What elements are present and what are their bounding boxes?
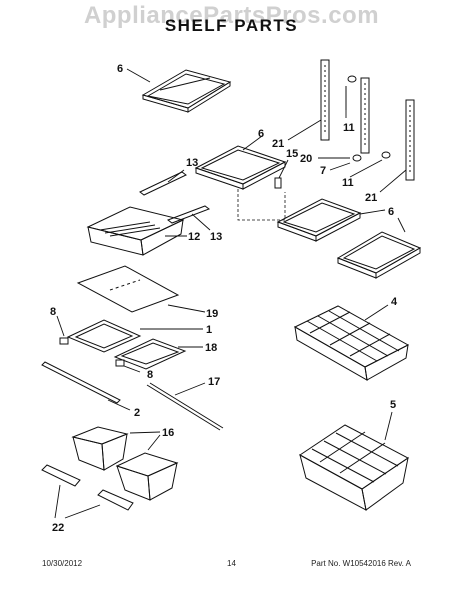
part-screw-top[interactable] <box>345 75 357 110</box>
part-21-rail-right[interactable] <box>405 99 415 181</box>
part-21-rail-left[interactable] <box>320 59 330 141</box>
callout-18: 18 <box>205 342 217 354</box>
part-13-slide-lower[interactable] <box>166 205 211 224</box>
callout-12: 12 <box>188 231 200 243</box>
part-5-wire-basket[interactable] <box>299 424 409 511</box>
part-6-shelf-right-lower[interactable] <box>336 231 422 279</box>
part-20-screw[interactable] <box>352 151 391 162</box>
callout-7: 7 <box>320 165 326 177</box>
part-16-bin-right[interactable] <box>115 452 179 501</box>
part-2-trim[interactable] <box>41 361 121 404</box>
callout-21-mid: 21 <box>365 192 377 204</box>
part-8-bracket-left[interactable] <box>59 337 69 345</box>
callout-20: 20 <box>300 153 312 165</box>
callout-8-left: 8 <box>50 306 56 318</box>
callout-6-top: 6 <box>117 63 123 75</box>
part-17-rod[interactable] <box>146 382 224 431</box>
callout-15: 15 <box>286 148 298 160</box>
footer-date: 10/30/2012 <box>42 559 83 568</box>
footer-part-number: Part No. W10542016 Rev. A <box>311 559 411 568</box>
part-6-shelf-right-upper[interactable] <box>276 198 362 242</box>
callout-13-top: 13 <box>186 157 198 169</box>
callout-22: 22 <box>52 522 64 534</box>
callout-21-top: 21 <box>272 138 284 150</box>
callout-13-bottom: 13 <box>210 231 222 243</box>
part-15-bracket[interactable] <box>274 177 282 189</box>
callout-2: 2 <box>134 407 140 419</box>
part-16-bin-left[interactable] <box>71 426 129 471</box>
callout-16: 16 <box>162 427 174 439</box>
part-6-shelf-top[interactable] <box>141 69 232 113</box>
part-22-retainer-left[interactable] <box>41 464 81 487</box>
part-13-slide-upper[interactable] <box>139 171 187 196</box>
part-12-crisper-tray[interactable] <box>86 206 185 256</box>
callout-6-right: 6 <box>388 206 394 218</box>
part-19-glass[interactable] <box>76 265 180 313</box>
callout-8-right: 8 <box>147 369 153 381</box>
callout-11-mid: 11 <box>342 177 354 189</box>
part-18-cover-right[interactable] <box>113 338 187 370</box>
callout-1: 1 <box>206 324 212 336</box>
callout-5: 5 <box>390 399 396 411</box>
callout-6-mid: 6 <box>258 128 264 140</box>
footer-page-number: 14 <box>227 559 236 568</box>
page-title: SHELF PARTS <box>164 16 299 35</box>
part-22-retainer-right[interactable] <box>97 489 134 511</box>
callout-17: 17 <box>208 376 220 388</box>
callout-4: 4 <box>391 296 398 308</box>
part-6-shelf-mid[interactable] <box>194 145 287 190</box>
part-4-wire-shelf[interactable] <box>293 305 410 381</box>
part-1-cover-left[interactable] <box>66 319 142 353</box>
part-11-rail-mid[interactable] <box>360 77 370 154</box>
callout-19: 19 <box>206 308 218 320</box>
watermark: AppliancePartsPros.com <box>83 2 380 29</box>
callout-11-top: 11 <box>343 122 355 134</box>
part-8-bracket-right[interactable] <box>115 359 125 367</box>
